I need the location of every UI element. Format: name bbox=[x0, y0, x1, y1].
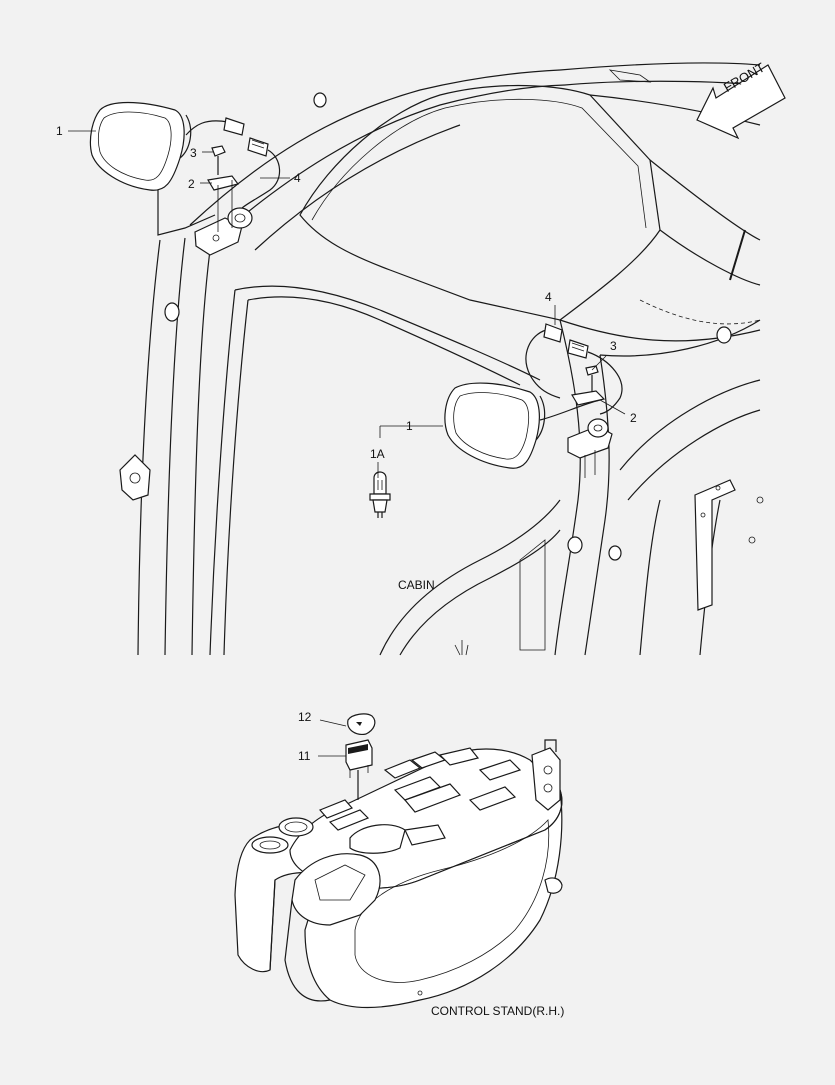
harness-left bbox=[185, 117, 281, 232]
leader-lines bbox=[68, 130, 626, 757]
label-part-1-mid: 1 bbox=[406, 419, 413, 433]
work-lamp-left bbox=[89, 101, 243, 256]
control-stand bbox=[234, 739, 563, 1009]
label-part-2-right: 2 bbox=[630, 411, 637, 425]
control-stand-caption: CONTROL STAND(R.H.) bbox=[431, 1004, 565, 1018]
rocker-switch bbox=[345, 739, 373, 800]
harness-mid bbox=[525, 323, 623, 415]
switch-cover bbox=[347, 713, 376, 735]
label-part-3-top: 3 bbox=[190, 146, 197, 160]
bulb-icon bbox=[369, 471, 391, 518]
label-part-12: 12 bbox=[298, 710, 312, 724]
label-part-1a: 1A bbox=[370, 447, 385, 461]
cabin-caption: CABIN bbox=[398, 578, 435, 592]
label-part-11: 11 bbox=[298, 749, 311, 763]
cabin-frame bbox=[119, 62, 764, 656]
label-part-2-top: 2 bbox=[188, 177, 195, 191]
label-part-3-right: 3 bbox=[610, 339, 617, 353]
label-part-4-right: 4 bbox=[545, 290, 552, 304]
front-arrow-icon bbox=[696, 64, 786, 140]
label-part-1-top: 1 bbox=[56, 124, 63, 138]
label-part-4-top: 4 bbox=[294, 171, 301, 185]
work-lamp-mid bbox=[444, 382, 613, 478]
